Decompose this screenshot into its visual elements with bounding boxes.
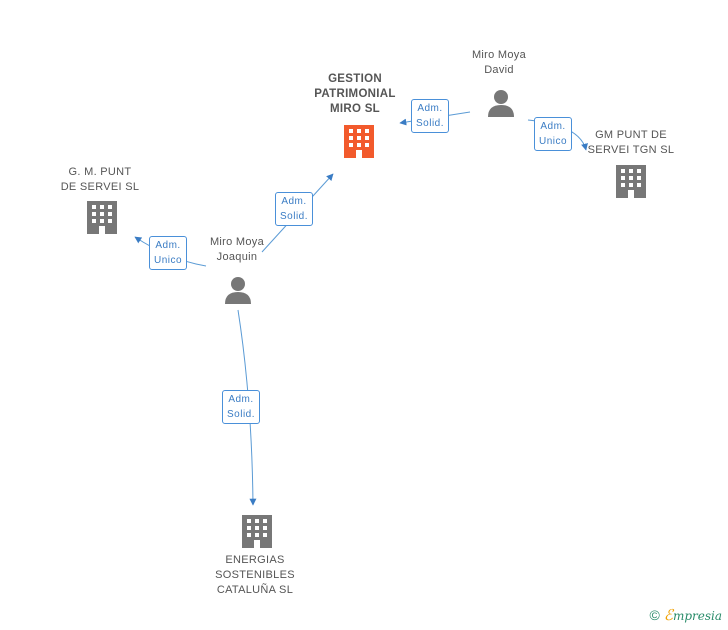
node-label-energias[interactable]: ENERGIAS SOSTENIBLES CATALUÑA SL <box>215 554 295 596</box>
relation-badge: Adm. Solid. <box>411 99 450 133</box>
person-icon <box>488 90 514 117</box>
person-icon <box>225 277 251 304</box>
copyright-icon: © <box>649 607 660 623</box>
empresia-logo[interactable]: ©ℰmpresia <box>650 606 722 624</box>
node-label-gm-tgn[interactable]: GM PUNT DE SERVEI TGN SL <box>587 129 675 156</box>
building-icon <box>242 515 272 548</box>
relation-badge: Adm. Unico <box>149 236 188 270</box>
node-label-gm-servei[interactable]: G. M. PUNT DE SERVEI SL <box>60 166 140 193</box>
relation-badge: Adm. Solid. <box>275 192 314 226</box>
building-icon <box>344 125 374 158</box>
node-label-gestion[interactable]: GESTION PATRIMONIAL MIRO SL <box>314 73 396 115</box>
brand-name: mpresia <box>672 609 722 623</box>
brand-initial: ℰ <box>663 606 673 624</box>
node-label-joaquin[interactable]: Miro Moya Joaquin <box>209 236 265 263</box>
relation-badge: Adm. Solid. <box>222 390 261 424</box>
building-icon <box>616 165 646 198</box>
relation-badge: Adm. Unico <box>534 117 573 151</box>
building-icon <box>87 201 117 234</box>
node-label-david[interactable]: Miro Moya David <box>471 49 527 76</box>
